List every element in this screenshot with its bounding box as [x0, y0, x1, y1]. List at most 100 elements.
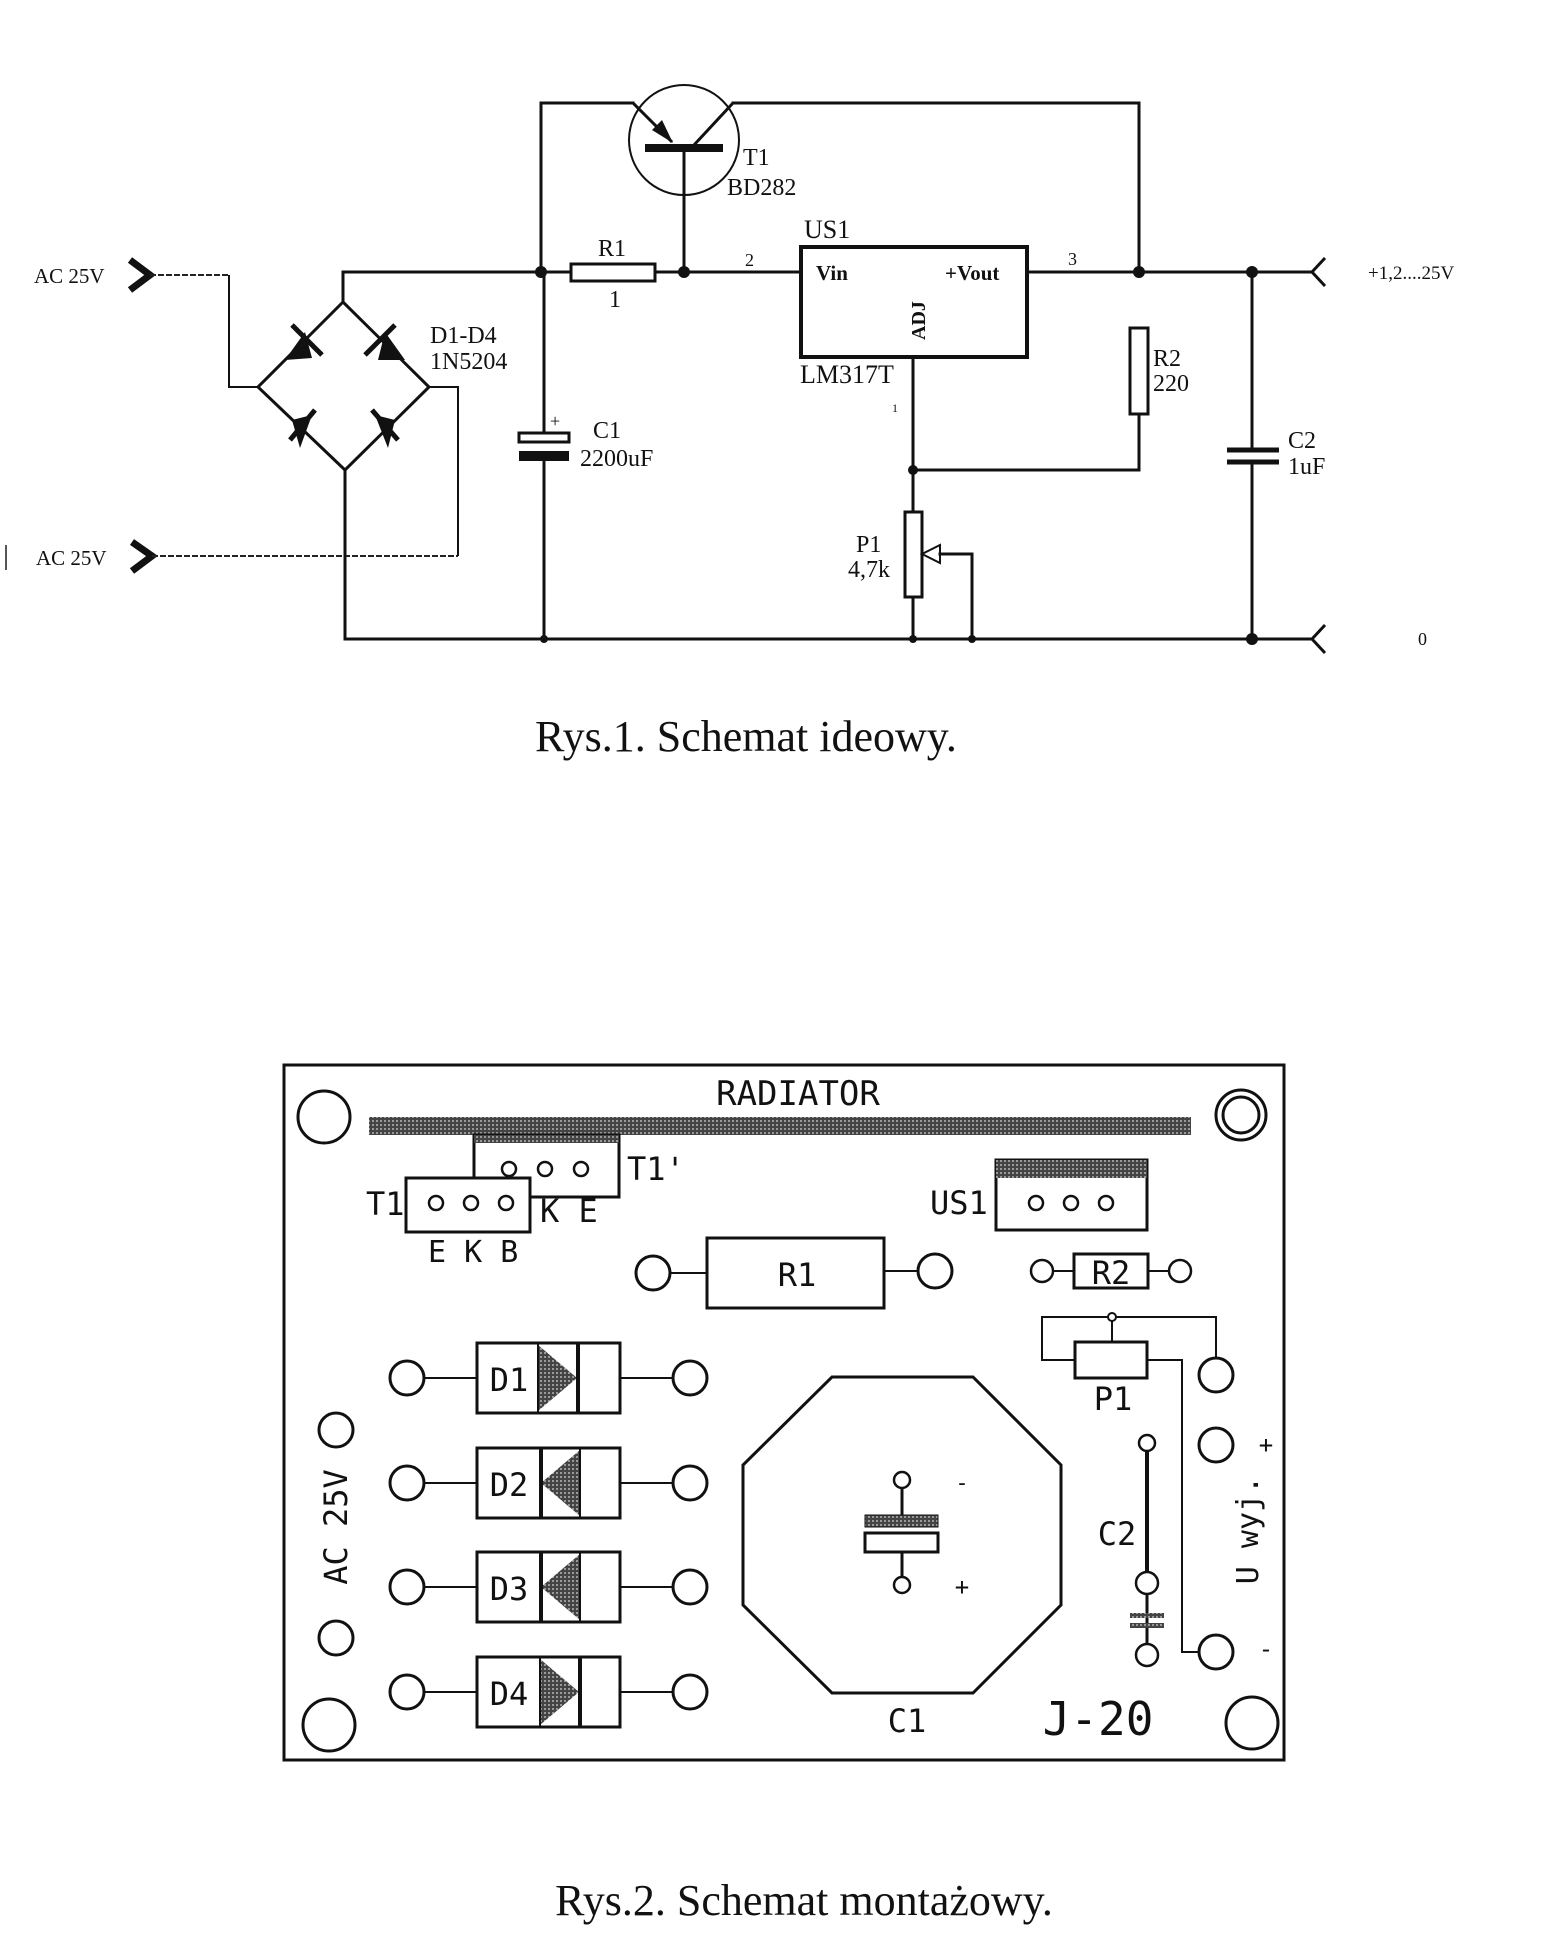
- transistor-t1: T1 BD282: [628, 84, 796, 274]
- out-minus: -: [1259, 1635, 1273, 1663]
- pad: [497, 1194, 515, 1212]
- ground-rail: [343, 468, 1314, 641]
- wire: [341, 270, 575, 304]
- bridge-ref: D1-D4: [430, 323, 497, 349]
- r2-ref: R2: [1153, 346, 1181, 372]
- potentiometer-p1-footprint: P1: [1041, 1312, 1235, 1653]
- resistor-body: [1128, 326, 1150, 416]
- r2-label: R2: [1092, 1254, 1131, 1292]
- r1-value: 1: [609, 287, 621, 313]
- d3-label: D3: [490, 1570, 529, 1608]
- net-label-in: 2: [745, 250, 754, 270]
- pad: [892, 1470, 912, 1490]
- emitter-arrow-icon: [652, 120, 673, 143]
- ac-input-pad: [317, 1619, 355, 1657]
- c1-ref: C1: [593, 418, 621, 444]
- transistor-collector: [692, 101, 735, 147]
- diode-arrow-icon: [540, 1659, 579, 1725]
- capacitor-c2-footprint: C2: [1098, 1433, 1164, 1668]
- transistor-part: BD282: [727, 175, 796, 201]
- mount-hole: [296, 1089, 352, 1145]
- pad: [388, 1568, 426, 1606]
- pad: [1062, 1194, 1080, 1212]
- mount-hole: [1224, 1695, 1280, 1751]
- pad: [1137, 1433, 1157, 1453]
- ac-input-top: AC 25V: [34, 257, 258, 388]
- pad: [671, 1464, 709, 1502]
- output-positive-label: +1,2....25V: [1368, 263, 1454, 284]
- diode-d1-footprint: D1: [388, 1341, 709, 1415]
- capacitor-c1-footprint: - + C1: [741, 1375, 1063, 1740]
- pad: [388, 1359, 426, 1397]
- output-pad-negative: [1197, 1633, 1235, 1671]
- wire: [228, 275, 258, 388]
- diode-d2-footprint: D2: [388, 1446, 709, 1520]
- bridge-rectifier: D1-D4 1N5204: [255, 299, 507, 473]
- radiator-bar: [369, 1117, 1191, 1135]
- regulator-ref: US1: [804, 215, 850, 244]
- p1-label: P1: [1094, 1380, 1133, 1418]
- pad: [1167, 1258, 1193, 1284]
- c1-plus: +: [955, 1573, 969, 1601]
- t1-alt-pins: K E: [540, 1192, 598, 1230]
- pad: [388, 1673, 426, 1711]
- ac-input-bottom: AC 25V: [5, 386, 459, 574]
- us1-label: US1: [930, 1184, 988, 1222]
- capacitor-c1: + C1 2200uF: [517, 270, 653, 641]
- pad: [1027, 1194, 1045, 1212]
- ac-input-bottom-label: AC 25V: [36, 546, 107, 570]
- output-connector-icon: [1309, 256, 1327, 288]
- t1-label: T1: [366, 1185, 405, 1223]
- diode-icon: [288, 408, 317, 448]
- pad: [671, 1673, 709, 1711]
- bridge-part: 1N5204: [430, 349, 507, 375]
- wire: [429, 386, 459, 556]
- regulator-part: LM317T: [800, 360, 894, 389]
- c1-value: 2200uF: [580, 446, 653, 472]
- pad: [634, 1254, 672, 1292]
- pin-vout-label: +Vout: [945, 261, 999, 285]
- resistor-r1-footprint: R1: [634, 1236, 954, 1310]
- ac-input-pad: [317, 1411, 355, 1449]
- schematic-caption: Rys.1. Schemat ideowy.: [535, 712, 957, 761]
- diode-d3-footprint: D3: [388, 1550, 709, 1624]
- capacitor-plate-negative: [519, 451, 569, 461]
- diode-icon: [370, 408, 400, 448]
- radiator-label: RADIATOR: [716, 1074, 880, 1114]
- schematic-diagram: AC 25V AC 25V: [5, 84, 1454, 761]
- c1-label: C1: [888, 1702, 927, 1740]
- p1-value: 4,7k: [848, 557, 890, 583]
- t1-pins: E K B: [428, 1235, 518, 1270]
- mount-hole-inner: [1221, 1095, 1261, 1135]
- diode-icon: [285, 323, 324, 360]
- pad: [916, 1252, 954, 1290]
- regulator-us1-footprint: US1: [930, 1158, 1149, 1232]
- resistor-r2-footprint: R2: [1029, 1252, 1193, 1292]
- diode-arrow-icon: [541, 1450, 580, 1516]
- resistor-r1: R1 1: [569, 236, 657, 313]
- diode-icon: [363, 323, 405, 360]
- pad: [892, 1575, 912, 1595]
- pad: [500, 1160, 518, 1178]
- net-label-adj: 1: [892, 401, 898, 415]
- pad: [536, 1160, 554, 1178]
- c2-ref: C2: [1288, 428, 1316, 454]
- c1-polarity: +: [550, 411, 560, 431]
- out-plus: +: [1259, 1431, 1273, 1459]
- pad: [671, 1568, 709, 1606]
- resistor-body: [569, 262, 657, 283]
- regulator-us1: US1 Vin +Vout ADJ LM317T 2 3 1: [745, 215, 1077, 514]
- junction-node: [1133, 266, 1145, 278]
- d2-label: D2: [490, 1466, 529, 1504]
- pad: [1134, 1570, 1160, 1596]
- pad: [671, 1359, 709, 1397]
- wiper-wire: [938, 552, 974, 641]
- pin-adj-label: ADJ: [908, 301, 930, 340]
- pad: [1097, 1194, 1115, 1212]
- r1-ref: R1: [598, 236, 626, 262]
- pad: [427, 1194, 445, 1212]
- pad: [462, 1194, 480, 1212]
- pad: [388, 1464, 426, 1502]
- diode-arrow-icon: [541, 1554, 580, 1620]
